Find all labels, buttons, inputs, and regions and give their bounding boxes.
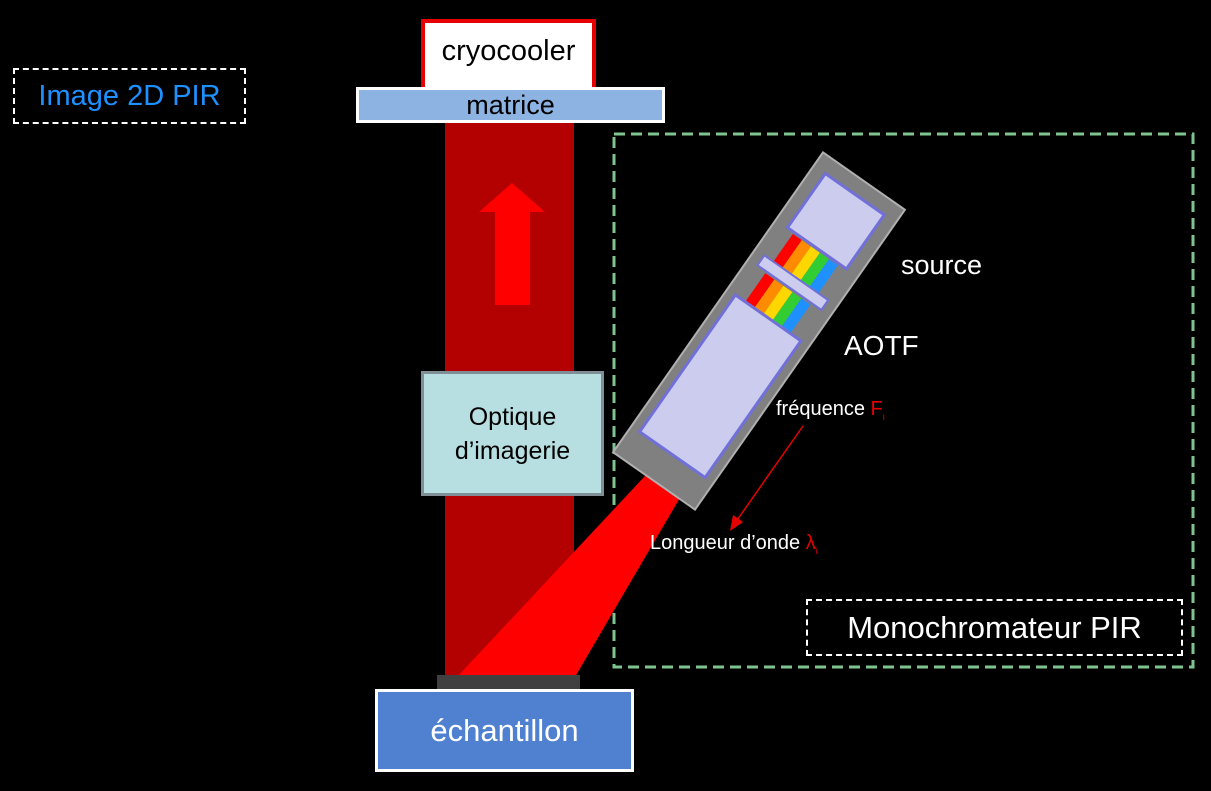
- spectrum-band-upper: [773, 233, 838, 294]
- frequency-wavelength-arrow: [734, 425, 804, 524]
- matrice-label: matrice: [466, 89, 555, 120]
- cryocooler-box: cryocooler: [421, 19, 596, 91]
- wavelength-subscript: i: [815, 546, 818, 556]
- source-label: source: [901, 250, 983, 280]
- image-2d-pir-label-box: Image 2D PIR: [13, 68, 246, 124]
- aotf-crystal: [637, 292, 804, 480]
- up-arrow-icon: [479, 183, 545, 305]
- arrowhead-icon: [730, 515, 743, 531]
- wavelength-symbol: λ: [805, 532, 816, 554]
- cryocooler-label: cryocooler: [441, 35, 576, 67]
- imaging-optics-box: Optique d’imagerie: [421, 371, 604, 496]
- aotf-assembly: [611, 151, 907, 511]
- monochromator-label-box: Monochromateur PIR: [806, 599, 1183, 656]
- imaging-optics-line1: Optique: [468, 402, 557, 431]
- monochromator-frame: [612, 132, 1195, 669]
- matrice-box: matrice: [356, 87, 665, 123]
- illumination-cone: [457, 430, 712, 677]
- wavelength-text: Longueur d’onde: [650, 532, 801, 554]
- frequency-text: fréquence: [776, 398, 865, 420]
- frequency-subscript: i: [882, 412, 885, 422]
- imaging-optics-line2: d’imagerie: [454, 436, 571, 465]
- frequency-symbol: F: [870, 398, 883, 420]
- spectrum-band-lower: [745, 273, 811, 333]
- image-2d-pir-label: Image 2D PIR: [38, 79, 221, 112]
- aotf-label: AOTF: [844, 330, 919, 361]
- frequency-label: fréquence Fi: [776, 398, 885, 422]
- sample-label: échantillon: [430, 712, 579, 748]
- sample-box: échantillon: [375, 689, 634, 772]
- source-block: [785, 171, 887, 272]
- sample-stage: [437, 675, 580, 689]
- slit: [756, 253, 830, 312]
- monochromator-label: Monochromateur PIR: [847, 609, 1142, 645]
- wavelength-label: Longueur d’onde λi: [650, 532, 818, 556]
